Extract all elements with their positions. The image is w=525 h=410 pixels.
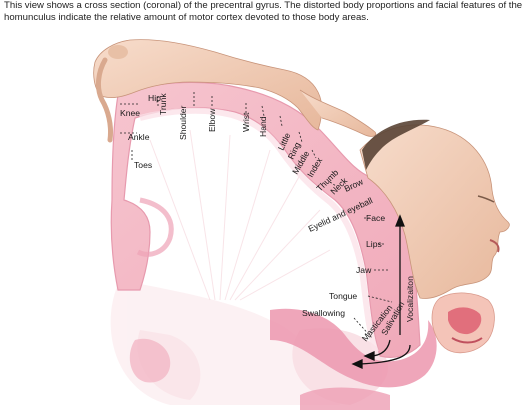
lower-gyri (129, 197, 437, 410)
label-wrist: Wrist (241, 112, 251, 132)
label-hip: Hip (148, 93, 161, 103)
label-face: Face (366, 213, 385, 223)
label-elbow: Elbow (207, 108, 217, 132)
label-leader-lines (120, 92, 393, 339)
label-lips: Lips (366, 239, 382, 249)
label-knee: Knee (120, 108, 140, 118)
precentral-gyrus-cortex (110, 81, 421, 358)
homunculus-body (93, 39, 377, 143)
figure-caption: This view shows a cross section (coronal… (4, 0, 523, 23)
label-toes: Toes (134, 160, 152, 170)
label-jaw: Jaw (356, 265, 372, 275)
label-trunk: Trunk (158, 93, 168, 115)
vocalization-arrows (351, 214, 411, 370)
oral-cavity-inset (431, 292, 495, 354)
label-tongue: Tongue (329, 291, 357, 301)
white-matter-fibers (149, 129, 331, 301)
label-ankle: Ankle (128, 132, 150, 142)
label-hand: Hand (258, 116, 268, 137)
label-swallowing: Swallowing (302, 308, 345, 318)
label-shoulder: Shoulder (178, 105, 188, 140)
label-vocalization: Vocalizaiton (405, 276, 415, 322)
homunculus-face (359, 119, 510, 299)
